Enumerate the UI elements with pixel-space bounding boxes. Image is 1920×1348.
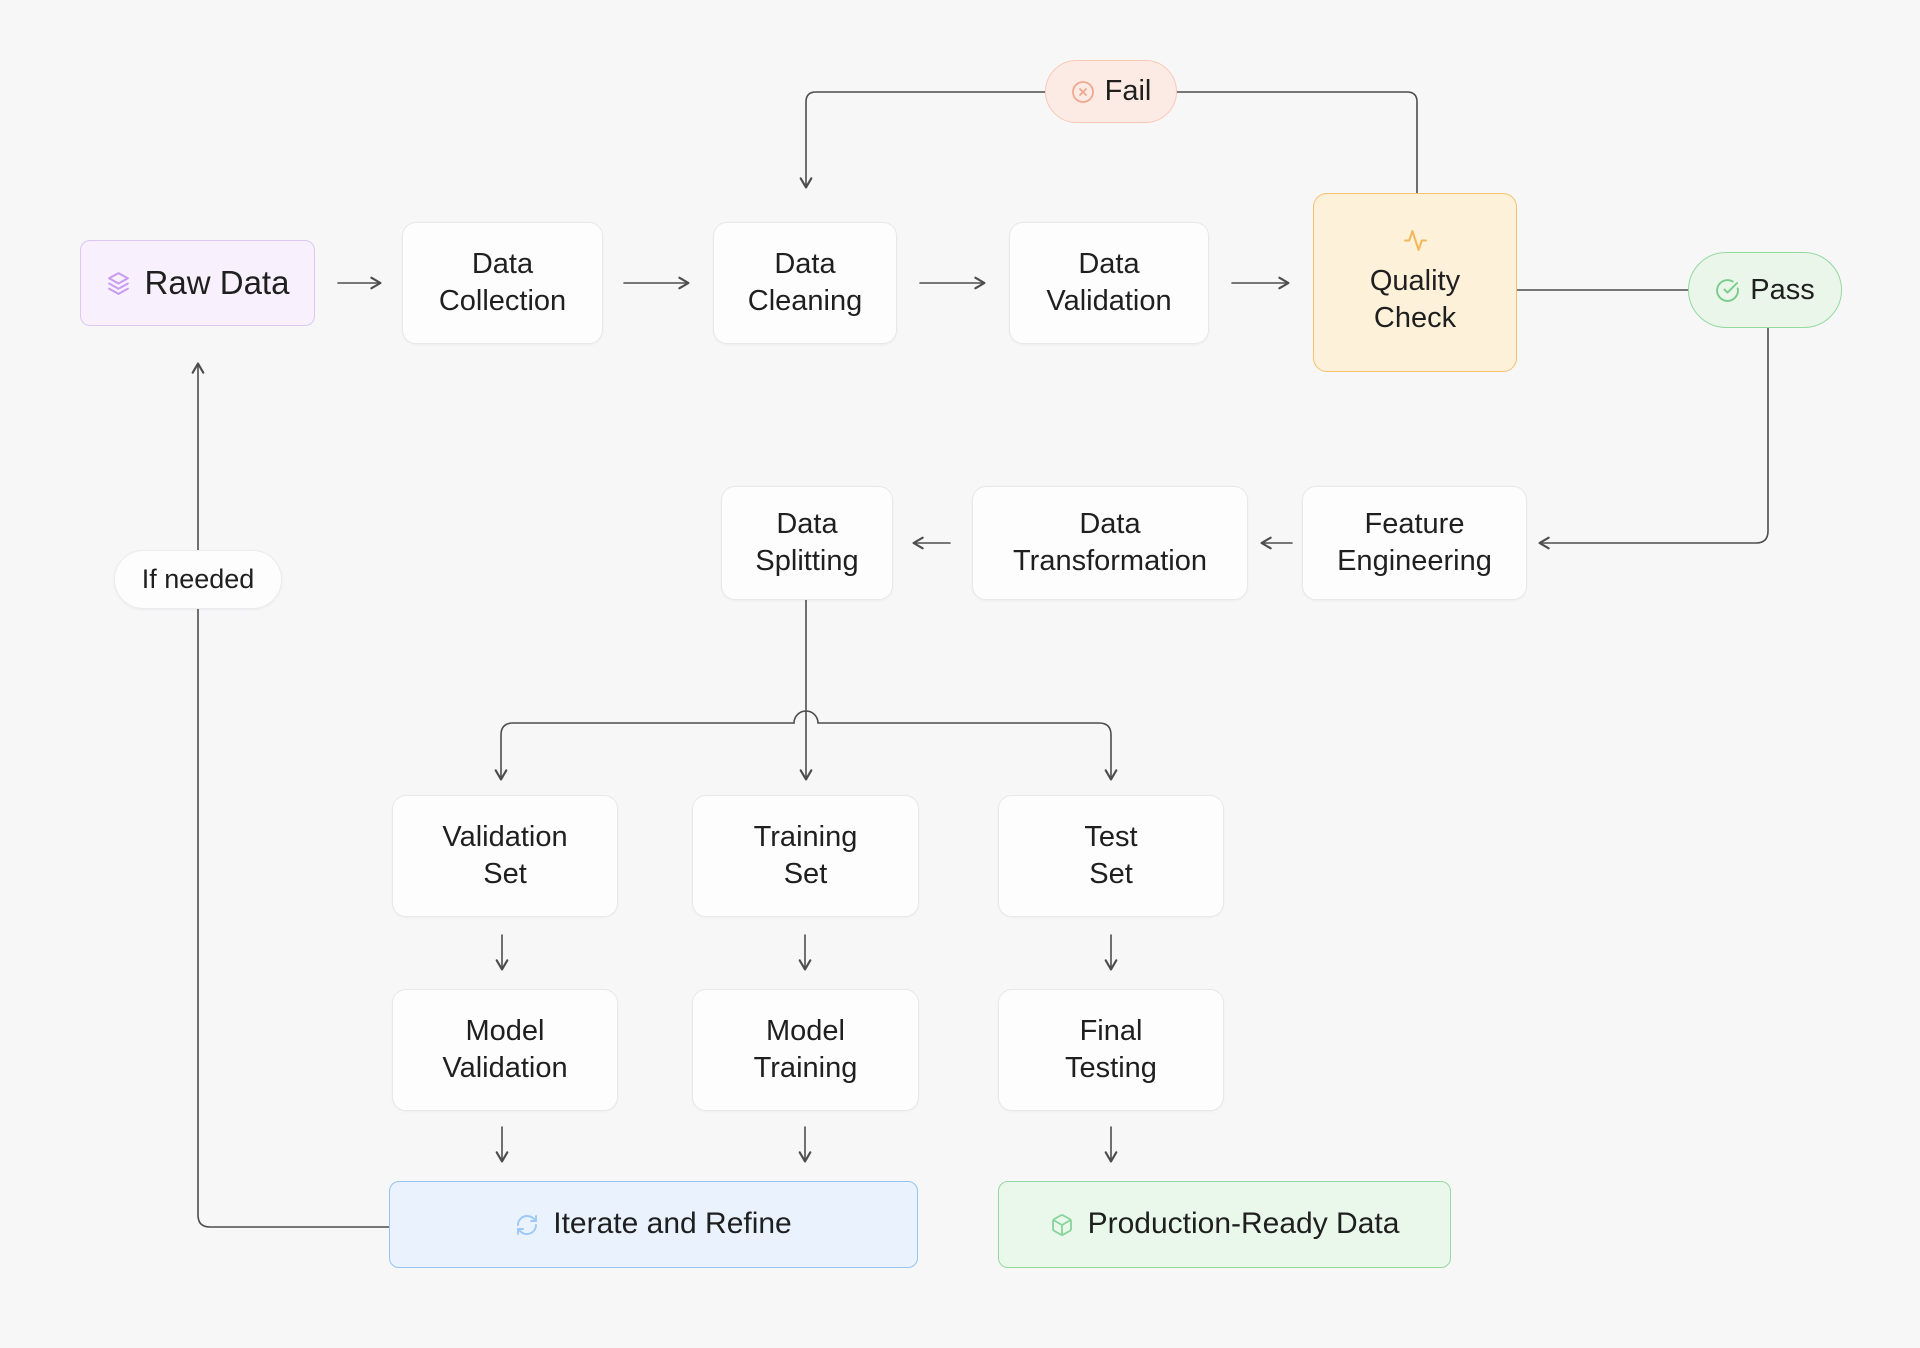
node-iterate-and-refine: Iterate and Refine — [389, 1181, 918, 1268]
node-data-transformation: Data Transformation — [972, 486, 1248, 600]
edge-label-text: Pass — [1750, 273, 1815, 306]
node-label: Data Collection — [438, 248, 567, 317]
node-label: Data Transformation — [1013, 508, 1207, 577]
node-label: Iterate and Refine — [553, 1207, 792, 1241]
edge-label-pass: Pass — [1688, 252, 1842, 328]
node-label: Test Set — [1084, 821, 1138, 890]
node-data-collection: Data Collection — [402, 222, 603, 344]
node-label: Production-Ready Data — [1087, 1207, 1400, 1241]
package-icon — [1050, 1213, 1074, 1237]
node-label: Feature Engineering — [1337, 508, 1492, 577]
edge-label-if-needed: If needed — [114, 550, 282, 609]
activity-icon — [1403, 228, 1428, 253]
node-label: Training Set — [753, 821, 858, 890]
node-label: Quality Check — [1369, 265, 1461, 334]
node-model-training: Model Training — [692, 989, 919, 1111]
edge-label-text: Fail — [1104, 75, 1152, 107]
edge-label-fail: Fail — [1045, 60, 1177, 123]
node-raw-data: Raw Data — [80, 240, 315, 326]
node-test-set: Test Set — [998, 795, 1224, 917]
node-data-cleaning: Data Cleaning — [713, 222, 897, 344]
node-label: Final Testing — [1065, 1015, 1157, 1084]
node-label: Model Validation — [442, 1015, 568, 1084]
node-feature-engineering: Feature Engineering — [1302, 486, 1527, 600]
node-training-set: Training Set — [692, 795, 919, 917]
node-label: Data Validation — [1046, 248, 1172, 317]
node-model-validation: Model Validation — [392, 989, 618, 1111]
node-label: Raw Data — [144, 264, 290, 302]
node-final-testing: Final Testing — [998, 989, 1224, 1111]
edge-label-text: If needed — [141, 564, 255, 594]
node-data-splitting: Data Splitting — [721, 486, 893, 600]
node-label: Validation Set — [442, 821, 568, 890]
node-label: Model Training — [753, 1015, 858, 1084]
node-production-ready-data: Production-Ready Data — [998, 1181, 1451, 1268]
x-circle-icon — [1071, 80, 1095, 104]
layers-icon — [106, 271, 131, 296]
node-label: Data Splitting — [755, 508, 859, 577]
refresh-icon — [515, 1213, 539, 1237]
node-validation-set: Validation Set — [392, 795, 618, 917]
node-quality-check: Quality Check — [1313, 193, 1517, 372]
check-circle-icon — [1715, 278, 1740, 303]
node-data-validation: Data Validation — [1009, 222, 1209, 344]
node-label: Data Cleaning — [747, 248, 863, 317]
